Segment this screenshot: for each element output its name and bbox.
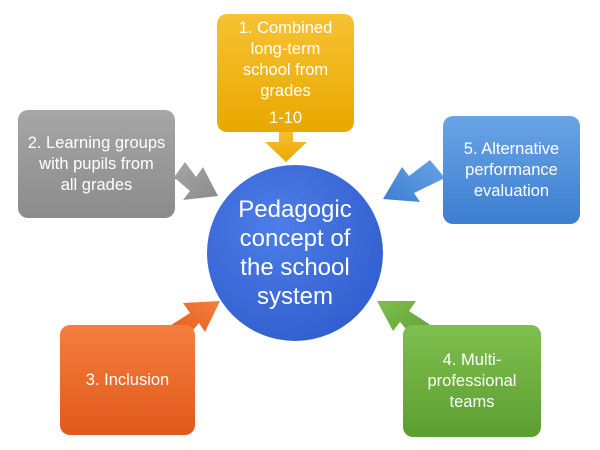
box-5-line: performance <box>465 160 558 179</box>
box-2-line: all grades <box>60 175 133 194</box>
center-concept: Pedagogic concept of the school system <box>207 165 383 341</box>
box-5-line: 5. Alternative <box>463 139 560 158</box>
box-4-line: 4. Multi- <box>442 350 502 369</box>
box-4-line: professional <box>427 371 517 390</box>
box-1-line: 1-10 <box>268 108 303 127</box>
box-4-line: teams <box>449 392 495 411</box>
box-1-line: school from <box>242 60 329 79</box>
box-3-line: 3. Inclusion <box>85 370 170 389</box>
concept-box-1: 1. Combined long-term school from grades… <box>217 14 354 132</box>
concept-box-5: 5. Alternative performance evaluation <box>443 116 580 224</box>
center-line: Pedagogic <box>238 196 352 223</box>
box-1-line: long-term <box>250 39 321 58</box>
center-line: system <box>256 283 333 310</box>
center-line: concept of <box>239 225 351 252</box>
concept-box-3: 3. Inclusion <box>60 325 195 435</box>
concept-box-2: 2. Learning groups with pupils from all … <box>18 110 175 218</box>
box-2-line: with pupils from <box>39 154 154 173</box>
arrow-5 <box>383 160 445 202</box>
box-1-line: grades <box>260 81 311 100</box>
concept-box-4: 4. Multi- professional teams <box>403 325 541 437</box>
arrow-2 <box>172 162 218 200</box>
box-1-line: 1. Combined <box>238 18 333 37</box>
arrow-1 <box>265 130 307 162</box>
box-5-line: evaluation <box>473 181 550 200</box>
box-2-line: 2. Learning groups <box>27 133 166 152</box>
center-line: the school <box>240 254 350 281</box>
